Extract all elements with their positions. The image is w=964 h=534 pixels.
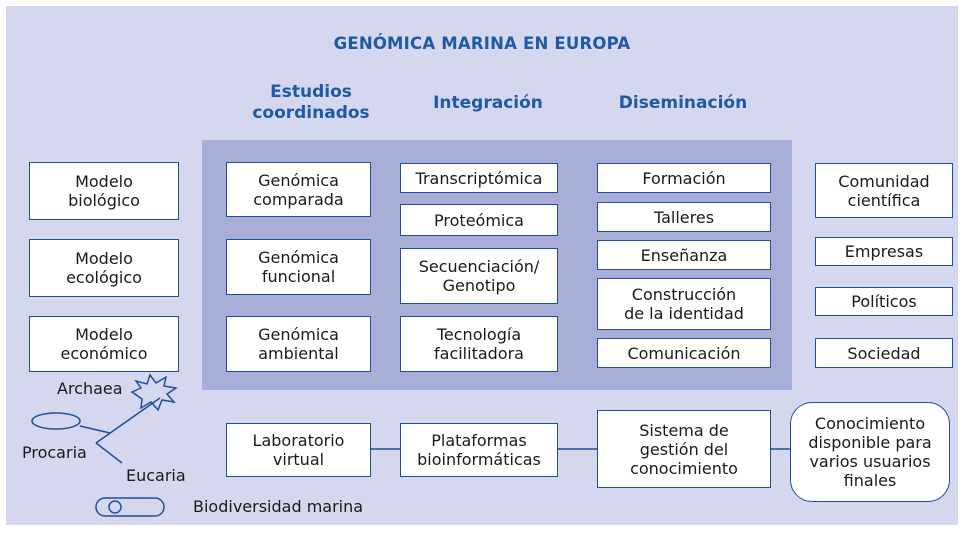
sistema-gestion-conocimiento-box: Sistema de gestión del conocimiento [597, 410, 771, 488]
archaea-star-icon [130, 373, 178, 412]
genomica-comparada-box: Genómica comparada [226, 162, 371, 217]
comunidad-cientifica-box: Comunidad científica [815, 163, 953, 218]
secuenciacion-genotipo-box: Secuenciación/ Genotipo [400, 248, 558, 304]
biodiversidad-legend-icon [95, 497, 165, 517]
diagram-title: GENÓMICA MARINA EN EUROPA [333, 34, 631, 53]
sociedad-box: Sociedad [815, 338, 953, 368]
tree-of-life-icon [31, 373, 178, 517]
formacion-box: Formación [597, 163, 771, 193]
procaria-cell-icon [31, 412, 81, 430]
model-ecologico-box: Modelo ecológico [29, 239, 179, 297]
construccion-identidad-box: Construcción de la identidad [597, 278, 771, 330]
procaria-label: Procaria [22, 443, 87, 462]
politicos-box: Políticos [815, 287, 953, 316]
laboratorio-virtual-box: Laboratorio virtual [226, 423, 371, 477]
conocimiento-disponible-box: Conocimiento disponible para varios usua… [790, 402, 950, 502]
genomica-ambiental-box: Genómica ambiental [226, 316, 371, 372]
transcriptomica-box: Transcriptómica [400, 163, 558, 193]
biodiversidad-marina-label: Biodiversidad marina [193, 497, 364, 516]
column-heading-diseminacion: Diseminación [618, 93, 748, 113]
archaea-label: Archaea [57, 379, 123, 398]
tecnologia-facilitadora-box: Tecnología facilitadora [400, 316, 558, 372]
eucaria-label: Eucaria [126, 466, 186, 485]
genomica-funcional-box: Genómica funcional [226, 239, 371, 295]
talleres-box: Talleres [597, 202, 771, 232]
empresas-box: Empresas [815, 237, 953, 266]
column-heading-estudios: Estudios coordinados [252, 82, 370, 123]
model-biologico-box: Modelo biológico [29, 162, 179, 220]
comunicacion-box: Comunicación [597, 338, 771, 368]
proteomica-box: Proteómica [400, 204, 558, 236]
ensenanza-box: Enseñanza [597, 240, 771, 270]
model-economico-box: Modelo económico [29, 316, 179, 372]
plataformas-bioinformaticas-box: Plataformas bioinformáticas [400, 423, 558, 477]
column-heading-integracion: Integración [433, 93, 543, 113]
